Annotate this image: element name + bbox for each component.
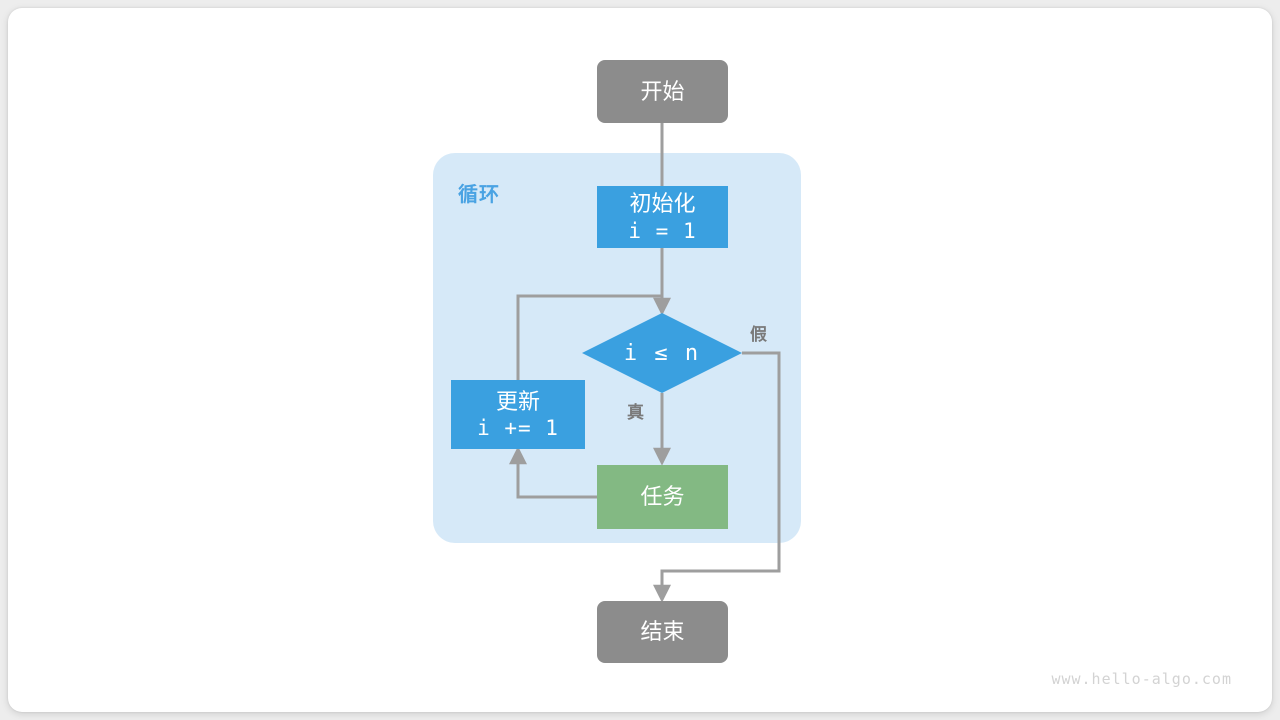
node-init-expression: i = 1: [628, 218, 697, 243]
node-start-label: 开始: [640, 78, 685, 104]
edge-cond-false-to-end: [653, 351, 781, 603]
edge-label-false: 假: [750, 325, 767, 344]
edge-task-to-update: [509, 446, 597, 499]
node-task-label: 任务: [640, 484, 685, 510]
node-end[interactable]: 结束: [597, 601, 728, 663]
diagram-card: 循环 开始 初始化 i = 1 i ≤ n 更新 i: [8, 8, 1272, 712]
node-init-label: 初始化: [629, 191, 696, 217]
node-update-expression: i += 1: [477, 416, 559, 441]
edge-update-to-cond: [516, 294, 664, 380]
decision-node-cond: [582, 313, 742, 393]
loop-container-label: 循环: [458, 184, 500, 206]
node-update[interactable]: 更新 i += 1: [451, 380, 585, 449]
watermark: www.hello-algo.com: [1051, 670, 1232, 688]
connector-layer: [509, 123, 781, 603]
node-task[interactable]: 任务: [597, 465, 728, 529]
edge-label-true: 真: [627, 403, 644, 422]
node-update-label: 更新: [495, 388, 540, 414]
node-start[interactable]: 开始: [597, 60, 728, 123]
node-end-label: 结束: [640, 619, 685, 645]
node-init[interactable]: 初始化 i = 1: [597, 186, 728, 248]
